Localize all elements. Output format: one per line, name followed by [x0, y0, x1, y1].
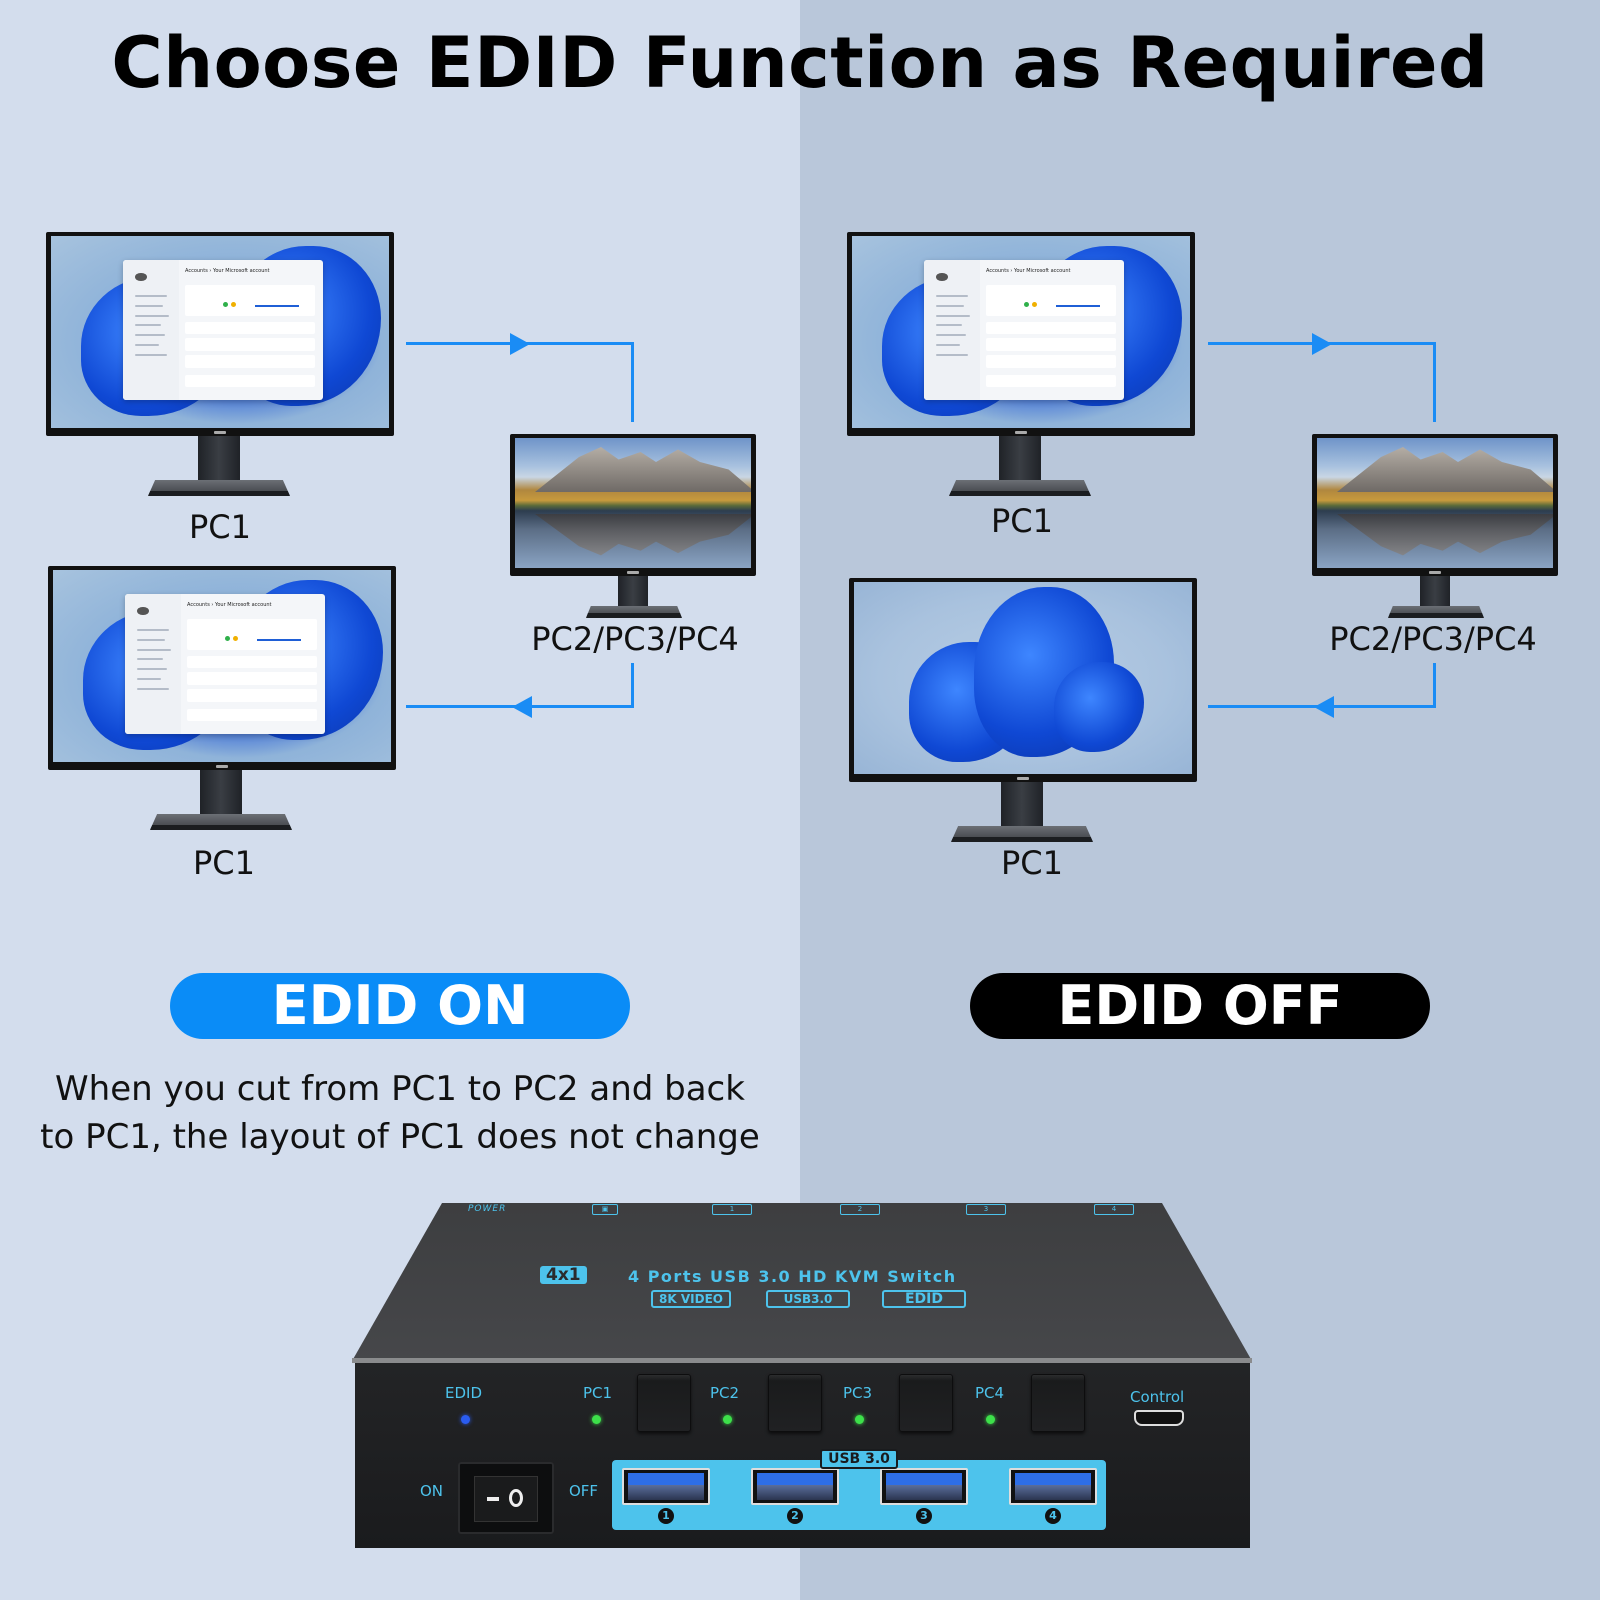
- usb-port-2[interactable]: [751, 1468, 839, 1505]
- input-port-icon-3: 3: [966, 1204, 1006, 1215]
- ports-badge: 4x1: [540, 1266, 587, 1284]
- windows-settings-screen: Accounts › Your Microsoft account: [53, 570, 391, 762]
- monitor-logo: [1429, 571, 1441, 574]
- switch-on-symbol-icon: [509, 1489, 523, 1507]
- feature-edid: EDID: [882, 1290, 966, 1308]
- usb-port-1[interactable]: [622, 1468, 710, 1505]
- usb-port-number: 3: [916, 1508, 932, 1524]
- monitor-label: PC1: [189, 508, 251, 546]
- usb-port-4[interactable]: [1009, 1468, 1097, 1505]
- monitor-logo: [214, 431, 226, 434]
- monitor-left-pc1-bottom: Accounts › Your Microsoft account: [48, 566, 396, 834]
- monitor-right-pc2-pc3-pc4: [1312, 434, 1558, 620]
- switch-on-label: ON: [420, 1482, 444, 1500]
- kvm-top-panel: [352, 1203, 1252, 1361]
- pc3-select-button[interactable]: [899, 1374, 953, 1432]
- usb-port-number: 2: [787, 1508, 803, 1524]
- monitor-logo: [1017, 777, 1029, 780]
- settings-window: Accounts › Your Microsoft account: [125, 594, 325, 734]
- pc4-led: [986, 1415, 995, 1424]
- pc2-label: PC2: [710, 1384, 740, 1402]
- arrow-left-icon: [512, 696, 532, 718]
- usb-port-panel: 1 2 3 4: [612, 1460, 1106, 1530]
- feature-usb3: USB3.0: [766, 1290, 850, 1308]
- edid-led-label: EDID: [445, 1384, 483, 1402]
- monitor-logo: [1015, 431, 1027, 434]
- edid-on-description: When you cut from PC1 to PC2 and back to…: [40, 1069, 760, 1157]
- power-rocker-switch[interactable]: [458, 1462, 554, 1534]
- page-title: Choose EDID Function as Required: [111, 22, 1489, 104]
- monitor-label: PC2/PC3/PC4: [531, 620, 739, 658]
- usb-port-number: 4: [1045, 1508, 1061, 1524]
- monitor-label: PC1: [1001, 844, 1063, 882]
- windows-settings-screen: Accounts › Your Microsoft account: [51, 236, 389, 428]
- switch-off-symbol-icon: [487, 1497, 499, 1501]
- pc2-select-button[interactable]: [768, 1374, 822, 1432]
- edid-on-badge: EDID ON: [170, 973, 630, 1039]
- monitor-logo: [216, 765, 228, 768]
- pc1-led: [592, 1415, 601, 1424]
- pc4-label: PC4: [975, 1384, 1005, 1402]
- output-port-icon: ▣: [592, 1204, 618, 1215]
- edid-off-badge: EDID OFF: [970, 973, 1430, 1039]
- edid-led: [461, 1415, 470, 1424]
- monitor-right-pc1-bottom: [849, 578, 1197, 846]
- power-label: POWER: [468, 1204, 507, 1214]
- pc4-select-button[interactable]: [1031, 1374, 1085, 1432]
- pc3-label: PC3: [843, 1384, 873, 1402]
- control-label: Control: [1130, 1388, 1185, 1406]
- input-port-icon-4: 4: [1094, 1204, 1134, 1215]
- monitor-label: PC1: [991, 502, 1053, 540]
- arrow-right-icon: [510, 333, 530, 355]
- arrow-right-icon: [1312, 333, 1332, 355]
- settings-window: Accounts › Your Microsoft account: [123, 260, 323, 400]
- monitor-logo: [627, 571, 639, 574]
- switch-off-label: OFF: [569, 1482, 599, 1500]
- micro-usb-control-port[interactable]: [1134, 1410, 1184, 1426]
- settings-window: Accounts › Your Microsoft account: [924, 260, 1124, 400]
- monitor-left-pc1-top: Accounts › Your Microsoft account: [46, 232, 394, 500]
- pc2-led: [723, 1415, 732, 1424]
- usb-port-3[interactable]: [880, 1468, 968, 1505]
- usb-port-number: 1: [658, 1508, 674, 1524]
- usb3-tag: USB 3.0: [820, 1449, 898, 1469]
- windows-bloom-screen: [854, 582, 1192, 774]
- landscape-screen: [515, 438, 751, 568]
- windows-settings-screen: Accounts › Your Microsoft account: [852, 236, 1190, 428]
- monitor-label: PC1: [193, 844, 255, 882]
- arrow-left-icon: [1314, 696, 1334, 718]
- pc1-label: PC1: [583, 1384, 613, 1402]
- pc1-select-button[interactable]: [637, 1374, 691, 1432]
- input-port-icon-2: 2: [840, 1204, 880, 1215]
- device-title: 4 Ports USB 3.0 HD KVM Switch: [628, 1267, 957, 1286]
- feature-8k-video: 8K VIDEO: [651, 1290, 731, 1308]
- landscape-screen: [1317, 438, 1553, 568]
- monitor-left-pc2-pc3-pc4: [510, 434, 756, 620]
- monitor-label: PC2/PC3/PC4: [1329, 620, 1537, 658]
- monitor-right-pc1-top: Accounts › Your Microsoft account: [847, 232, 1195, 500]
- pc3-led: [855, 1415, 864, 1424]
- input-port-icon-1: 1: [712, 1204, 752, 1215]
